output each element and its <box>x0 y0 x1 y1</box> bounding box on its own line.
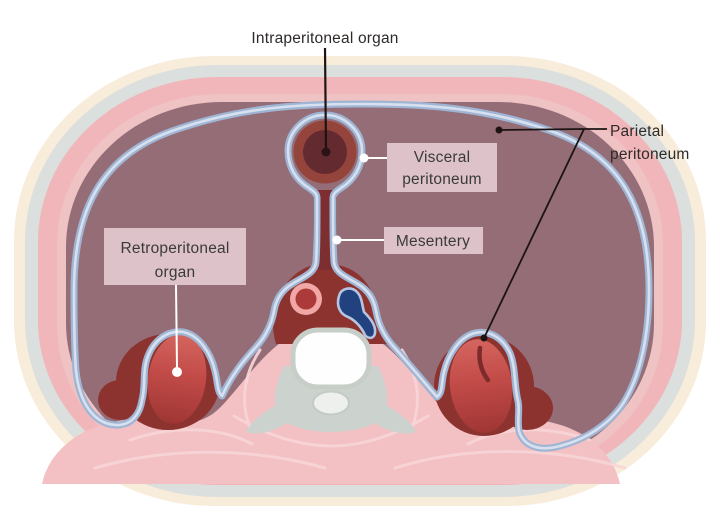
intraperitoneal-leader-dot <box>321 147 331 157</box>
great-vessels <box>290 283 377 340</box>
right-kidney <box>449 339 513 433</box>
left-gutter <box>98 380 142 420</box>
peritoneum-outline-highlight <box>72 102 651 450</box>
parietal-label-line1: Parietal <box>610 123 664 140</box>
spinal-canal <box>312 390 350 416</box>
retroperitoneal-label-box <box>104 228 246 285</box>
mesentery-label-box <box>384 227 483 254</box>
vertebral-body <box>290 327 372 390</box>
parietal-leader-line-lower <box>483 128 585 339</box>
mesentery-label: Mesentery <box>396 233 470 250</box>
mesentery-leader-dot <box>332 235 342 245</box>
right-kidney-crease <box>477 345 491 383</box>
visceral-leader-dot <box>359 153 369 163</box>
visceral-label-box <box>387 143 497 192</box>
retroperitoneal-organs <box>147 334 513 433</box>
peritoneum-line <box>70 100 653 452</box>
vertebra <box>246 327 416 434</box>
annotations: Intraperitoneal organ Visceral peritoneu… <box>104 30 690 377</box>
retroperitoneal-label-line2: organ <box>155 264 196 281</box>
aorta-lumen <box>295 288 317 310</box>
visceral-label-line1: Visceral <box>414 149 470 166</box>
retroperitoneal-leader-dot <box>172 367 182 377</box>
parietal-leader-line-upper <box>499 128 607 131</box>
parietal-leader-dot-upper <box>495 126 503 134</box>
parietal-leader-dot-lower <box>480 334 488 342</box>
visceral-label-line2: peritoneum <box>402 171 482 188</box>
left-transverse-process <box>246 398 290 434</box>
left-kidney <box>147 334 207 424</box>
vena-cava <box>336 287 377 340</box>
posterior-structures <box>42 190 627 484</box>
parietal-label-line2: peritoneum <box>610 146 690 163</box>
right-transverse-process <box>372 398 416 434</box>
intraperitoneal-organ-label: Intraperitoneal organ <box>251 30 398 47</box>
intraperitoneal-leader-line <box>323 47 328 151</box>
retroperitoneal-label-line1: Retroperitoneal <box>121 240 230 257</box>
retroperitoneal-leader-line <box>175 284 178 369</box>
